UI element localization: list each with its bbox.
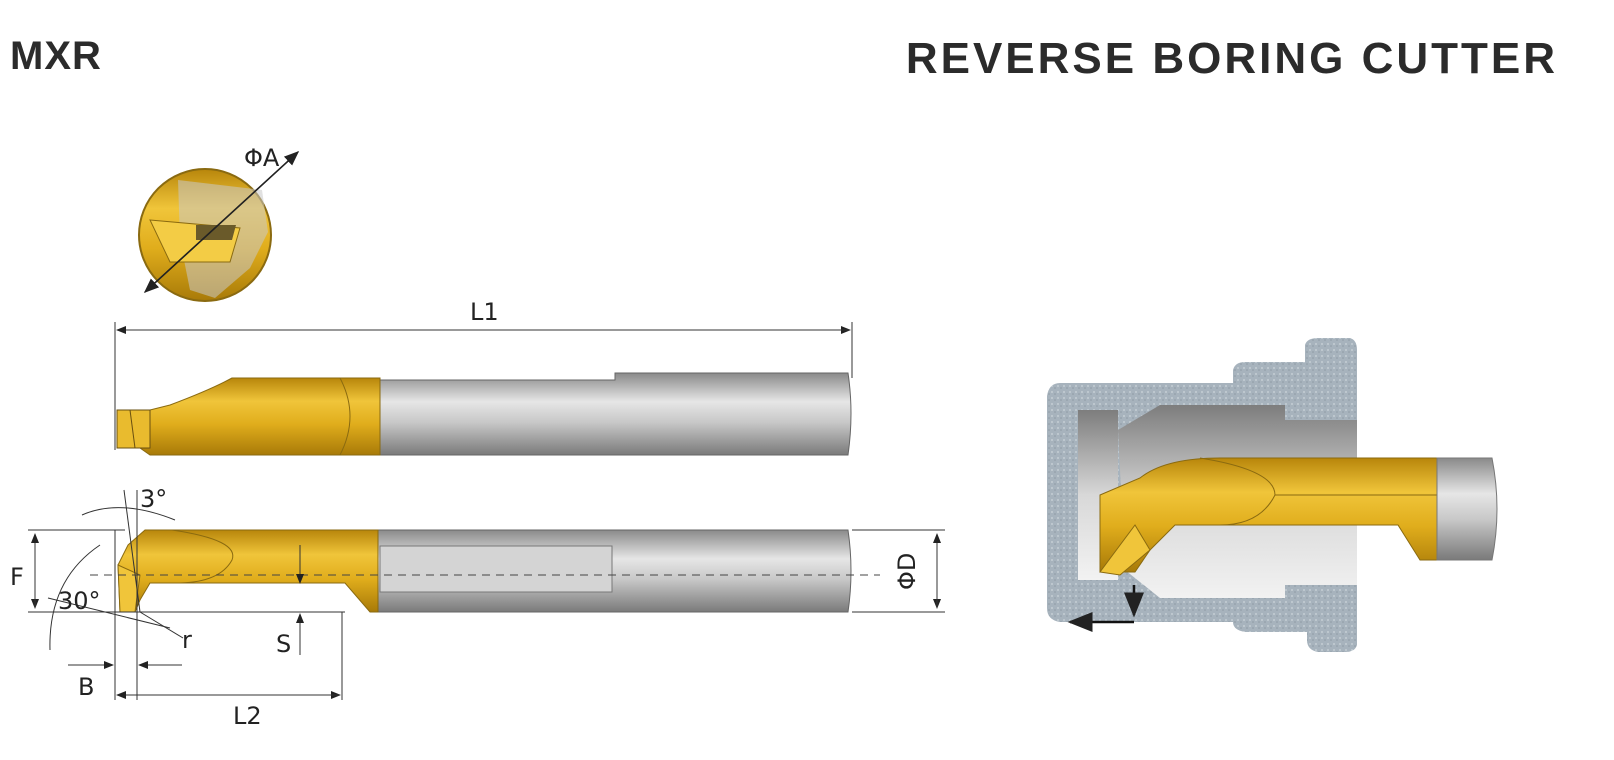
l1-dimension	[114, 322, 853, 450]
model-code: MXR	[10, 34, 102, 78]
tool-top-view	[90, 529, 880, 613]
application-view	[1047, 338, 1498, 652]
b-label: B	[78, 673, 94, 701]
s-label: S	[276, 630, 291, 658]
bottom-dimensions	[28, 489, 945, 700]
phi-d-label: ΦD	[893, 553, 921, 590]
l2-label: L2	[233, 702, 262, 730]
end-view: ΦA	[138, 144, 300, 302]
r-label: r	[182, 626, 192, 654]
angle-3-label: 3°	[140, 485, 167, 513]
tool-side-view	[116, 372, 852, 456]
phi-a-label: ΦA	[244, 144, 280, 172]
angle-30-label: 30°	[58, 587, 101, 615]
f-label: F	[10, 563, 24, 591]
l1-label: L1	[470, 298, 499, 326]
page-title: REVERSE BORING CUTTER	[905, 34, 1558, 83]
